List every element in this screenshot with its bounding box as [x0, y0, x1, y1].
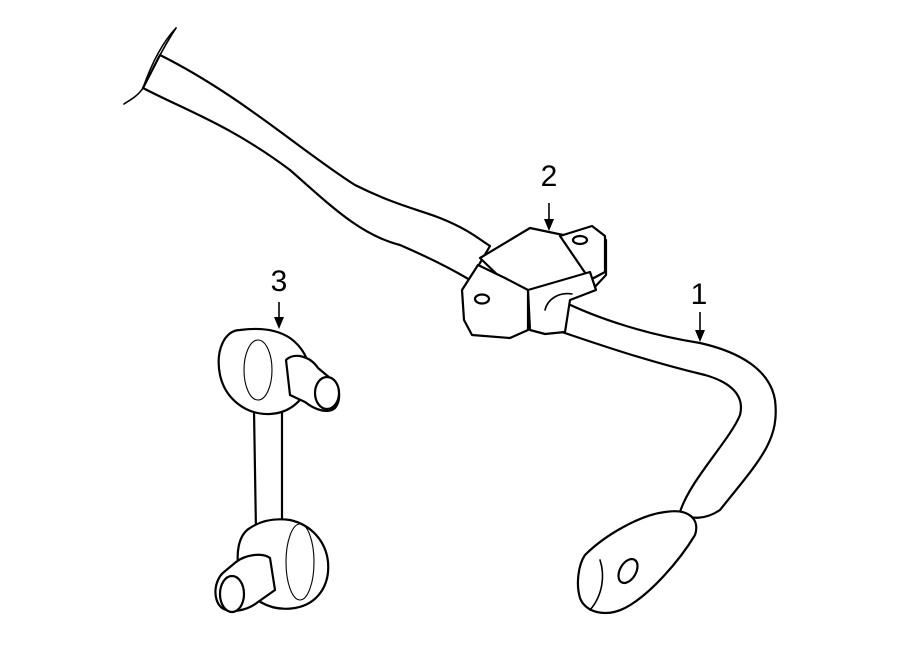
callout-3-number: 3: [271, 265, 288, 298]
stabilizer-bar: [123, 27, 777, 615]
stabilizer-bar-right-arm: [554, 298, 777, 519]
stabilizer-bar-left-shaft: [141, 53, 492, 282]
stabilizer-link-upper-joint: [217, 327, 312, 416]
bushing-bracket-front-hole: [473, 293, 491, 305]
callout-1-arrowhead: [695, 330, 705, 342]
stabilizer-link-lower-stud-tip: [218, 574, 246, 614]
stabilizer-link-upper-joint-ring: [243, 339, 273, 401]
callout-3: 3: [271, 265, 288, 329]
callout-2-arrowhead: [544, 219, 554, 231]
stabilizer-link-lower-joint-ring: [285, 523, 315, 601]
callout-2-number: 2: [541, 160, 558, 193]
callout-1-number: 1: [691, 278, 708, 311]
stabilizer-link: [214, 327, 341, 614]
stabilizer-bar-cut-end-edge: [159, 27, 177, 56]
callout-1: 1: [691, 278, 708, 342]
stabilizer-bar-end-hole: [617, 557, 639, 585]
callout-2: 2: [541, 160, 558, 231]
stabilizer-link-upper-stud-tip: [313, 375, 341, 411]
bushing-bracket-side: [526, 270, 598, 336]
bushing-bracket-ear-hole: [571, 234, 589, 246]
bushing-bracket-front: [460, 263, 530, 340]
bushing-bracket: [460, 224, 608, 340]
stabilizer-bar-cut-end: [123, 27, 177, 105]
stabilizer-link-rod: [252, 406, 284, 534]
stabilizer-bar-end-plate-edge: [589, 559, 604, 611]
callout-3-arrowhead: [274, 317, 284, 329]
bushing-bracket-bar-slot: [544, 292, 573, 311]
